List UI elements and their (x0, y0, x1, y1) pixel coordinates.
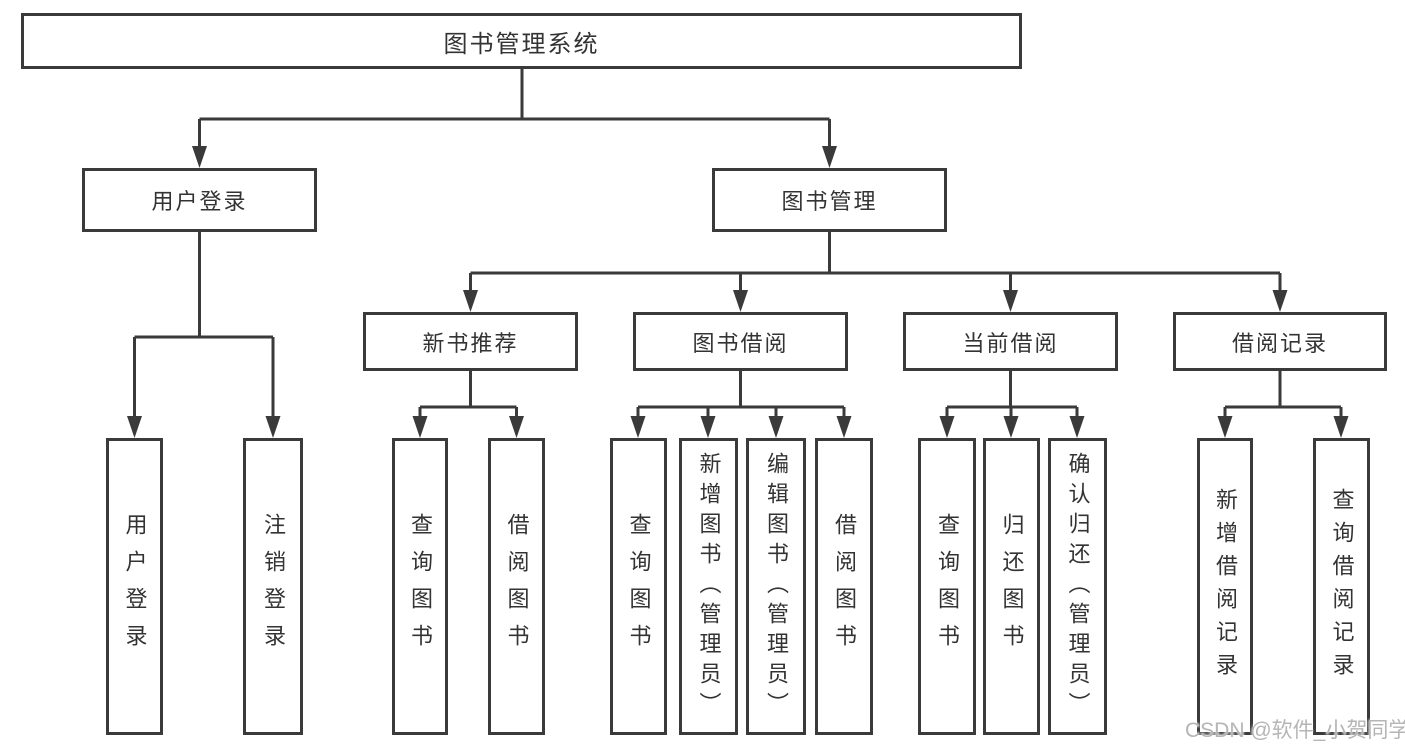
node-label: 用户登录 (151, 189, 248, 214)
leaf-add-borrow-record: 新增借阅记录 (1197, 438, 1253, 735)
node-label: 借阅图书 (504, 512, 530, 661)
node-system-root: 图书管理系统 (21, 13, 1022, 69)
node-label: 查询图书 (626, 512, 652, 661)
node-label: 用户登录 (122, 512, 148, 661)
leaf-query-borrow-record: 查询借阅记录 (1313, 438, 1370, 735)
node-label: 查询图书 (408, 512, 433, 661)
node-borrow-records: 借阅记录 (1173, 312, 1387, 371)
node-label: 确认归还（管理员） (1065, 451, 1091, 722)
node-label: 查询借阅记录 (1329, 487, 1355, 686)
node-book-borrow: 图书借阅 (633, 312, 848, 371)
leaf-borrow-books-recommend: 借阅图书 (488, 438, 545, 735)
node-new-book-recommend: 新书推荐 (363, 312, 578, 371)
csdn-watermark: CSDN @软件_小贺同学 (1185, 719, 1405, 742)
node-label: 注销登录 (261, 512, 286, 661)
leaf-query-books-borrow: 查询图书 (610, 438, 667, 735)
node-book-management: 图书管理 (712, 168, 947, 232)
node-label: 归还图书 (999, 512, 1025, 661)
leaf-borrow-books: 借阅图书 (815, 438, 873, 735)
leaf-confirm-return-admin: 确认归还（管理员） (1048, 438, 1107, 735)
node-label: 新增借阅记录 (1213, 487, 1238, 686)
node-label: 借阅记录 (1231, 330, 1328, 356)
leaf-add-book-admin: 新增图书（管理员） (679, 438, 738, 735)
node-user-login: 用户登录 (82, 168, 317, 232)
node-label: 借阅图书 (832, 512, 857, 661)
node-label: 当前借阅 (962, 330, 1059, 356)
node-current-borrow: 当前借阅 (903, 312, 1118, 371)
leaf-query-books-current: 查询图书 (918, 438, 976, 735)
leaf-return-book: 归还图书 (983, 438, 1040, 735)
leaf-logout: 注销登录 (243, 438, 303, 735)
node-label: 图书管理 (781, 189, 878, 214)
leaf-user-login: 用户登录 (106, 438, 163, 735)
node-label: 图书管理系统 (443, 30, 600, 58)
node-label: 新增图书（管理员） (696, 451, 722, 722)
node-label: 查询图书 (935, 512, 960, 661)
node-label: 编辑图书（管理员） (764, 451, 789, 722)
node-label: 图书借阅 (692, 330, 789, 356)
node-label: 新书推荐 (422, 330, 519, 356)
leaf-edit-book-admin: 编辑图书（管理员） (746, 438, 806, 735)
leaf-query-books-recommend: 查询图书 (392, 438, 448, 735)
